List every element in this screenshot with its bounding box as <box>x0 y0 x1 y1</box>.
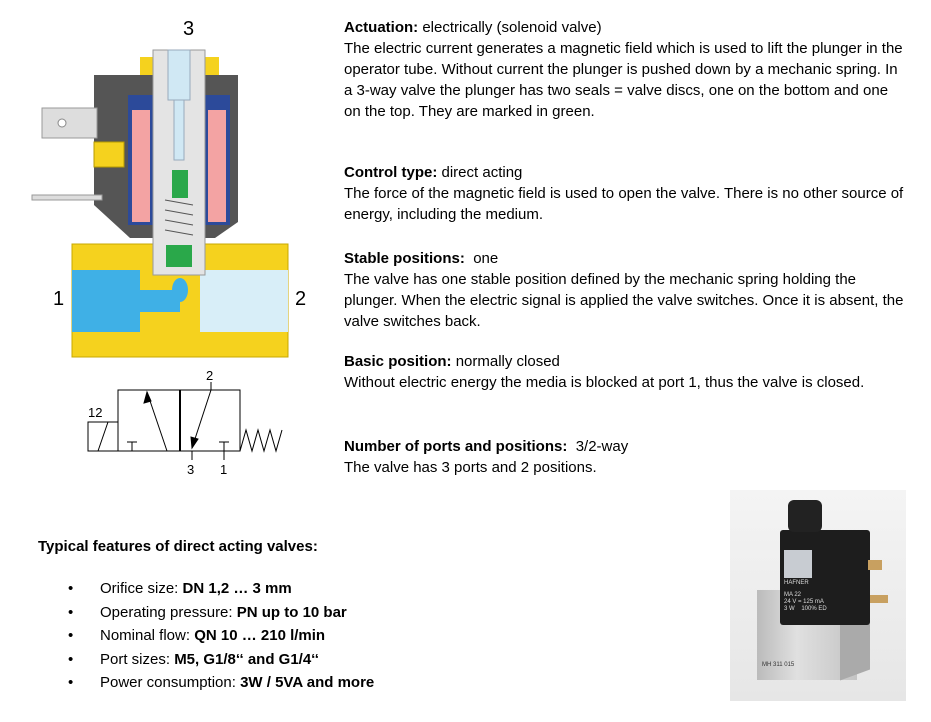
section-body: The valve has 3 ports and 2 positions. <box>344 459 597 476</box>
list-item: Nominal flow: QN 10 … 210 l/min <box>68 624 374 648</box>
feature-label: Port sizes: <box>100 650 175 668</box>
part-number: MH 311 015 <box>762 662 795 668</box>
connector-pin <box>870 595 888 603</box>
feature-label: Nominal flow: <box>100 627 195 644</box>
section-label: Actuation: <box>344 19 419 36</box>
feature-label: Power consumption: <box>100 674 241 691</box>
label-plate <box>784 550 812 578</box>
feature-value: QN 10 … 210 l/min <box>194 627 326 644</box>
product-photo: HAFNER MA 22 24 V = 125 mA 3 W 100% ED M… <box>730 490 906 701</box>
symbol-label-2: 2 <box>206 368 214 383</box>
feature-value: PN up to 10 bar <box>236 603 347 621</box>
coil-nut <box>788 500 822 532</box>
section-body: Without electric energy the media is blo… <box>344 374 865 391</box>
section-basic-position: Basic position: normally closed Without … <box>344 351 904 393</box>
feature-value: DN 1,2 … 3 mm <box>182 580 292 597</box>
valve-symbol <box>87 382 283 460</box>
connector-pin <box>868 560 882 570</box>
section-value: one <box>473 250 499 267</box>
section-body: The valve has one stable position define… <box>344 271 904 330</box>
feature-label: Operating pressure: <box>100 603 237 621</box>
feature-value: M5, G1/8‘‘ and G1/4‘‘ <box>174 650 319 668</box>
section-label: Control type: <box>344 164 438 181</box>
port-label-3: 3 <box>183 18 195 40</box>
section-actuation: Actuation: electrically (solenoid valve)… <box>344 17 904 122</box>
features-heading: Typical features of direct acting valves… <box>38 538 318 555</box>
solenoid-coil: HAFNER MA 22 24 V = 125 mA 3 W 100% ED <box>780 530 870 625</box>
list-item: Orifice size: DN 1,2 … 3 mm <box>68 577 374 601</box>
symbol-label-3: 3 <box>187 462 195 477</box>
coil-ratings: MA 22 24 V = 125 mA 3 W 100% ED <box>784 592 827 613</box>
section-label: Basic position: <box>344 353 452 370</box>
section-value: electrically (solenoid valve) <box>422 19 602 36</box>
section-stable-positions: Stable positions: one The valve has one … <box>344 248 904 332</box>
section-label: Stable positions: <box>344 250 465 267</box>
features-list: Orifice size: DN 1,2 … 3 mm Operating pr… <box>68 577 374 695</box>
rating-2: 3 W 100% ED <box>784 606 827 612</box>
list-item: Power consumption: 3W / 5VA and more <box>68 671 374 695</box>
brand: HAFNER <box>784 580 809 586</box>
symbol-label-1: 1 <box>220 462 228 477</box>
list-item: Operating pressure: PN up to 10 bar <box>68 601 374 625</box>
list-item: Port sizes: M5, G1/8‘‘ and G1/4‘‘ <box>68 648 374 672</box>
port-label-2: 2 <box>295 288 307 310</box>
port-label-1: 1 <box>53 288 65 310</box>
section-value: direct acting <box>441 164 523 181</box>
rating-1: 24 V = 125 mA <box>784 599 824 605</box>
section-value: normally closed <box>455 353 560 370</box>
feature-label: Orifice size: <box>100 580 183 597</box>
section-body: The force of the magnetic field is used … <box>344 185 904 223</box>
model: MA 22 <box>784 592 802 598</box>
section-body: The electric current generates a magneti… <box>344 40 903 120</box>
section-label: Number of ports and positions: <box>344 438 568 455</box>
symbol-label-12: 12 <box>88 405 103 420</box>
section-ports-positions: Number of ports and positions: 3/2-way T… <box>344 436 904 478</box>
feature-value: 3W / 5VA and more <box>240 674 375 691</box>
section-value: 3/2-way <box>575 438 629 455</box>
valve-cross-section <box>31 49 289 358</box>
section-control-type: Control type: direct acting The force of… <box>344 162 904 225</box>
